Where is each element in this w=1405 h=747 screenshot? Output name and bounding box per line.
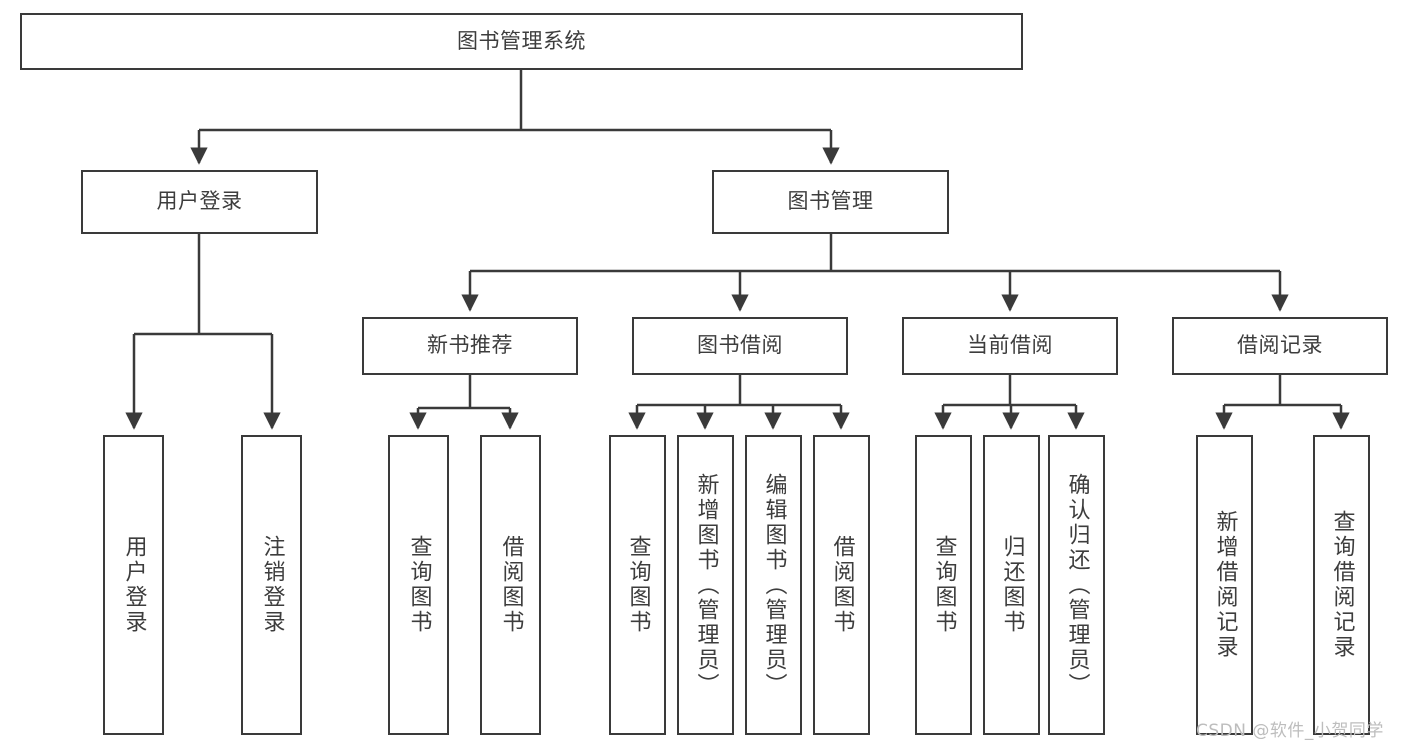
leaf-borrow-book-bb[interactable]: 借阅图书 [813, 435, 870, 735]
node-root[interactable]: 图书管理系统 [20, 13, 1023, 70]
leaf-label: 新增图书（管理员） [693, 472, 719, 698]
leaf-label: 查询借阅记录 [1329, 510, 1355, 660]
node-current-borrow-label: 当前借阅 [967, 333, 1053, 358]
leaf-edit-book-admin[interactable]: 编辑图书（管理员） [745, 435, 802, 735]
leaf-query-borrow-record[interactable]: 查询借阅记录 [1313, 435, 1370, 735]
leaf-confirm-return-admin[interactable]: 确认归还（管理员） [1048, 435, 1105, 735]
leaf-add-borrow-record[interactable]: 新增借阅记录 [1196, 435, 1253, 735]
leaf-label: 借阅图书 [498, 535, 524, 635]
leaf-label: 查询图书 [625, 535, 651, 635]
leaf-label: 确认归还（管理员） [1064, 472, 1090, 698]
leaf-label: 编辑图书（管理员） [761, 472, 787, 698]
node-new-book-recommend-label: 新书推荐 [427, 333, 513, 358]
leaf-label: 新增借阅记录 [1212, 510, 1238, 660]
node-user-login[interactable]: 用户登录 [81, 170, 318, 234]
node-current-borrow[interactable]: 当前借阅 [902, 317, 1118, 375]
leaf-logout[interactable]: 注销登录 [241, 435, 302, 735]
leaf-label: 借阅图书 [829, 535, 855, 635]
node-borrow-record[interactable]: 借阅记录 [1172, 317, 1388, 375]
leaf-borrow-book-nbr[interactable]: 借阅图书 [480, 435, 541, 735]
leaf-query-book-bb[interactable]: 查询图书 [609, 435, 666, 735]
leaf-label: 查询图书 [406, 535, 432, 635]
leaf-query-book-nbr[interactable]: 查询图书 [388, 435, 449, 735]
leaf-return-book[interactable]: 归还图书 [983, 435, 1040, 735]
node-book-borrow-label: 图书借阅 [697, 333, 783, 358]
leaf-label: 用户登录 [121, 535, 147, 635]
node-borrow-record-label: 借阅记录 [1237, 333, 1323, 358]
leaf-user-login[interactable]: 用户登录 [103, 435, 164, 735]
node-book-management[interactable]: 图书管理 [712, 170, 949, 234]
node-book-management-label: 图书管理 [787, 189, 874, 214]
leaf-add-book-admin[interactable]: 新增图书（管理员） [677, 435, 734, 735]
leaf-label: 注销登录 [259, 535, 285, 635]
leaf-label: 查询图书 [931, 535, 957, 635]
node-root-label: 图书管理系统 [457, 28, 586, 53]
node-user-login-label: 用户登录 [156, 189, 243, 214]
node-book-borrow[interactable]: 图书借阅 [632, 317, 848, 375]
csdn-watermark: CSDN @软件_小贺同学 [1196, 721, 1384, 741]
node-new-book-recommend[interactable]: 新书推荐 [362, 317, 578, 375]
leaf-label: 归还图书 [999, 535, 1025, 635]
leaf-query-book-cb[interactable]: 查询图书 [915, 435, 972, 735]
